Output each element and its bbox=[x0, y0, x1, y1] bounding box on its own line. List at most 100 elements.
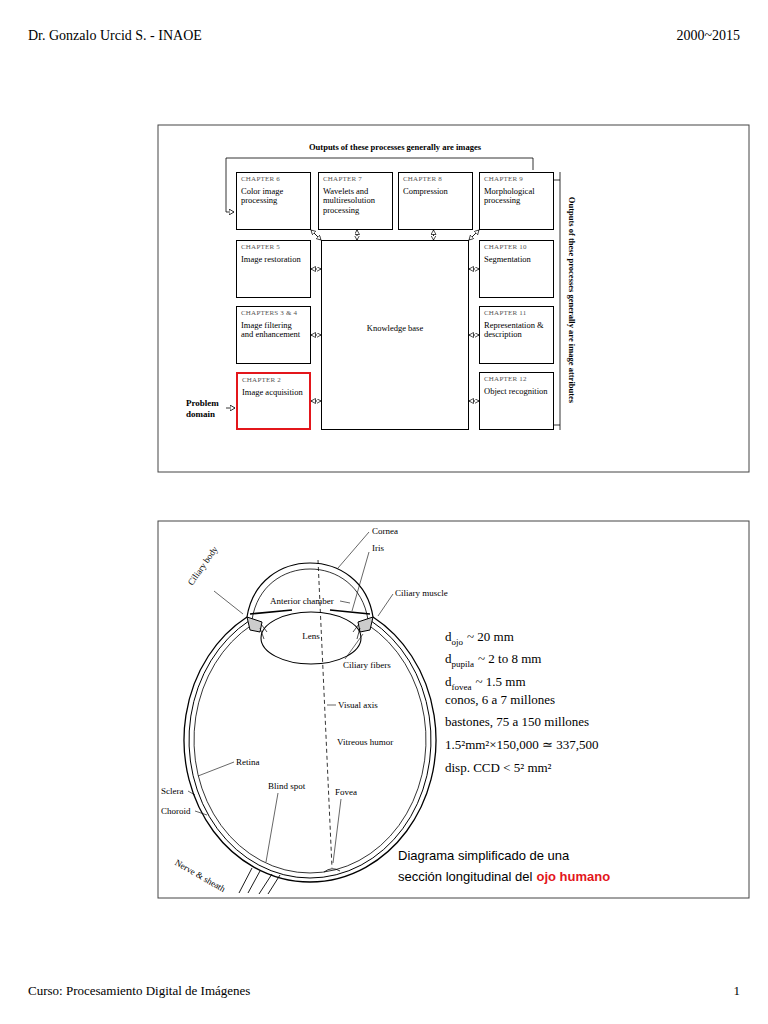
process-box: CHAPTER 2 Image acquisition bbox=[236, 372, 311, 430]
fovea-dip bbox=[324, 869, 340, 872]
leader-line bbox=[195, 811, 207, 815]
chapter-heading: CHAPTER 6 bbox=[241, 176, 306, 184]
chapter-heading: CHAPTERS 3 & 4 bbox=[241, 310, 306, 318]
formula-subscript: fovea bbox=[452, 682, 472, 693]
part-label: Retina bbox=[236, 757, 260, 768]
input-arrow bbox=[226, 408, 235, 409]
text-line: dojo~ 20 mm bbox=[445, 626, 514, 648]
chapter-heading: CHAPTER 2 bbox=[242, 377, 305, 385]
formula-text: ~ 2 to 8 mm bbox=[478, 651, 541, 667]
text-line: sección longitudinal delojo humano bbox=[398, 866, 610, 885]
cornea-outline bbox=[247, 563, 373, 617]
page-header: 2000~2015 bbox=[676, 28, 740, 45]
part-label: Ciliary fibers bbox=[343, 660, 391, 671]
panel-frame bbox=[158, 521, 749, 898]
box-title: Representation & description bbox=[484, 321, 549, 341]
leader-line bbox=[327, 705, 336, 706]
formula-text: bastones, 75 a 150 millones bbox=[445, 714, 589, 730]
part-label: Fovea bbox=[335, 787, 357, 798]
part-label: Lens bbox=[302, 631, 320, 642]
box-title: Knowledge base bbox=[367, 324, 423, 334]
connector-arrow bbox=[433, 230, 434, 240]
input-arrow bbox=[226, 408, 235, 409]
caption-text: sección longitudinal del bbox=[398, 869, 532, 885]
leader-line bbox=[378, 594, 393, 616]
box-title: Color image processing bbox=[241, 187, 306, 207]
retina-outline bbox=[194, 625, 426, 873]
chapter-heading: CHAPTER 8 bbox=[403, 176, 468, 184]
output-bracket bbox=[226, 158, 533, 170]
connector-arrow bbox=[469, 335, 479, 336]
part-label: Sclera bbox=[161, 786, 184, 797]
part-label: Visual axis bbox=[338, 700, 378, 711]
box-title: Compression bbox=[403, 187, 468, 197]
leader-line bbox=[352, 552, 369, 611]
panel-frame bbox=[158, 125, 749, 472]
knowledge-base-box: Knowledge base bbox=[321, 240, 469, 430]
part-label: Iris bbox=[372, 543, 384, 554]
chapter-heading: CHAPTER 5 bbox=[241, 244, 306, 252]
panel-title: Outputs of these processes generally are… bbox=[309, 142, 481, 152]
formula-text: conos, 6 a 7 millones bbox=[445, 692, 555, 708]
leader-line bbox=[266, 793, 278, 862]
part-label: Ciliary body bbox=[186, 544, 221, 587]
box-title: Wavelets and multiresolution processing bbox=[323, 187, 388, 216]
ciliary-body-shape bbox=[247, 617, 262, 632]
page-header: Dr. Gonzalo Urcid S. - INAOE bbox=[28, 28, 202, 45]
sclera-outline bbox=[184, 617, 436, 882]
choroid-outline bbox=[189, 621, 431, 879]
leader-line bbox=[345, 634, 363, 659]
formula-subscript: ojo bbox=[452, 637, 464, 648]
formula-text: ~ 20 mm bbox=[467, 629, 514, 645]
chapter-heading: CHAPTER 9 bbox=[484, 176, 549, 184]
part-label: Nerve & sheath bbox=[173, 857, 227, 895]
text-line: dfovea~ 1.5 mm bbox=[445, 671, 526, 693]
lens-outline bbox=[261, 612, 361, 664]
connector-arrow bbox=[311, 401, 321, 402]
box-title: Morphological processing bbox=[484, 187, 549, 207]
visual-axis-line bbox=[318, 560, 332, 868]
connector-arrow bbox=[311, 335, 321, 336]
process-box: CHAPTER 8 Compression bbox=[398, 172, 473, 230]
output-bracket bbox=[560, 172, 561, 430]
caption-text: Diagrama simplificado de una bbox=[398, 848, 569, 864]
caption-highlight: ojo humano bbox=[536, 869, 610, 885]
process-box: CHAPTER 9 Morphological processing bbox=[479, 172, 554, 230]
connector-arrow bbox=[469, 401, 479, 402]
chapter-heading: CHAPTER 12 bbox=[484, 376, 549, 384]
box-title: Object recognition bbox=[484, 387, 549, 397]
formula-subscript: pupila bbox=[452, 659, 475, 670]
eye-drawing bbox=[184, 560, 436, 894]
process-box: CHAPTER 11 Representation & description bbox=[479, 306, 554, 364]
page-footer: Curso: Procesamiento Digital de Imágenes bbox=[28, 983, 250, 999]
panel-frame bbox=[158, 125, 749, 898]
part-label: Blind spot bbox=[268, 781, 305, 792]
formula-text: 1.5²mm²×150,000 ≃ 337,500 bbox=[445, 737, 599, 753]
box-title: Image acquisition bbox=[242, 388, 305, 398]
connector-arrow bbox=[311, 269, 321, 270]
leader-line bbox=[333, 799, 341, 863]
process-box: CHAPTER 5 Image restoration bbox=[236, 240, 311, 298]
part-label: Vitreous humor bbox=[337, 737, 393, 748]
leader-line bbox=[198, 762, 234, 776]
output-bracket bbox=[226, 158, 560, 430]
connector-arrow bbox=[469, 269, 479, 270]
formula-text: d bbox=[445, 651, 452, 667]
ciliary-muscle-shape bbox=[358, 617, 373, 632]
leader-line bbox=[214, 591, 243, 614]
chapter-heading: CHAPTER 11 bbox=[484, 310, 549, 318]
formula-text: disp. CCD < 5² mm² bbox=[445, 760, 552, 776]
process-box: CHAPTER 12 Object recognition bbox=[479, 372, 554, 430]
connector-arrow bbox=[469, 230, 479, 240]
leader-line bbox=[188, 791, 195, 795]
formula-text: ~ 1.5 mm bbox=[476, 674, 526, 690]
part-label: Anterior chamber bbox=[270, 596, 334, 607]
text-line: dpupila~ 2 to 8 mm bbox=[445, 648, 541, 670]
connector-arrow bbox=[311, 230, 321, 240]
optic-nerve bbox=[239, 868, 280, 894]
box-title: Image restoration bbox=[241, 255, 306, 265]
